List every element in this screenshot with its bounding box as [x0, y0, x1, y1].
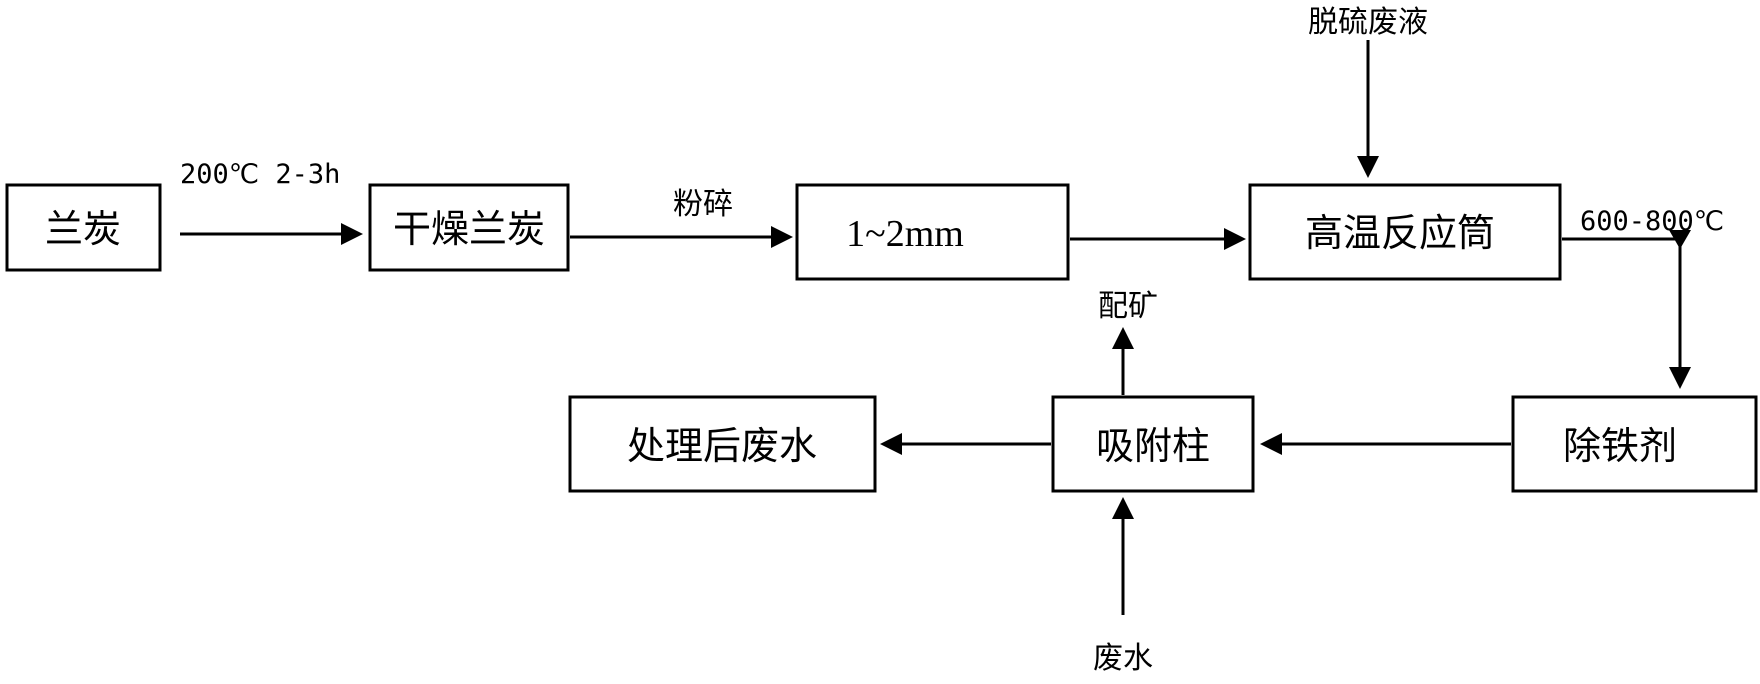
arrowhead-iron-to-adsorption — [1260, 433, 1282, 455]
label-drying-condition: 200℃ 2-3h — [180, 159, 340, 190]
box-treated-water — [568, 395, 877, 493]
arrowhead-reactor-corner — [1669, 230, 1691, 249]
box-dried-text: 干燥兰炭 — [393, 207, 545, 251]
box-dried-lantan — [368, 183, 570, 272]
box-lantan-text: 兰炭 — [45, 207, 121, 251]
arrowhead-liquid-to-reactor — [1357, 156, 1379, 178]
arrowhead-dried-to-size — [771, 226, 793, 248]
box-iron-remover-text: 除铁剂 — [1563, 424, 1677, 468]
arrowhead-lantan-to-dried — [341, 223, 363, 245]
arrowhead-reactor-to-iron-remover — [1669, 367, 1691, 389]
box-adsorption-column — [1051, 395, 1255, 493]
box-size — [795, 183, 1070, 281]
arrow-reactor-to-iron-remover — [1562, 237, 1682, 370]
box-size-text: 1~2mm — [846, 213, 964, 255]
arrowhead-size-to-reactor — [1224, 228, 1246, 250]
box-lantan — [5, 183, 162, 272]
arrowhead-adsorption-to-treated — [880, 433, 902, 455]
arrowhead-adsorption-to-ore — [1112, 327, 1134, 349]
label-desulfurization-liquid: 脱硫废液 — [1308, 5, 1428, 40]
label-wastewater: 废水 — [1093, 641, 1153, 676]
box-treated-text: 处理后废水 — [627, 424, 817, 468]
label-ore-blending: 配矿 — [1098, 289, 1158, 324]
arrowhead-wastewater-to-adsorption — [1112, 497, 1134, 519]
box-adsorption-text: 吸附柱 — [1096, 424, 1210, 468]
label-crushing: 粉碎 — [673, 187, 733, 222]
label-reactor-temp: 600-800℃ — [1580, 206, 1724, 237]
box-iron-remover — [1511, 395, 1758, 493]
box-reactor — [1248, 183, 1562, 281]
box-reactor-text: 高温反应筒 — [1305, 211, 1495, 255]
